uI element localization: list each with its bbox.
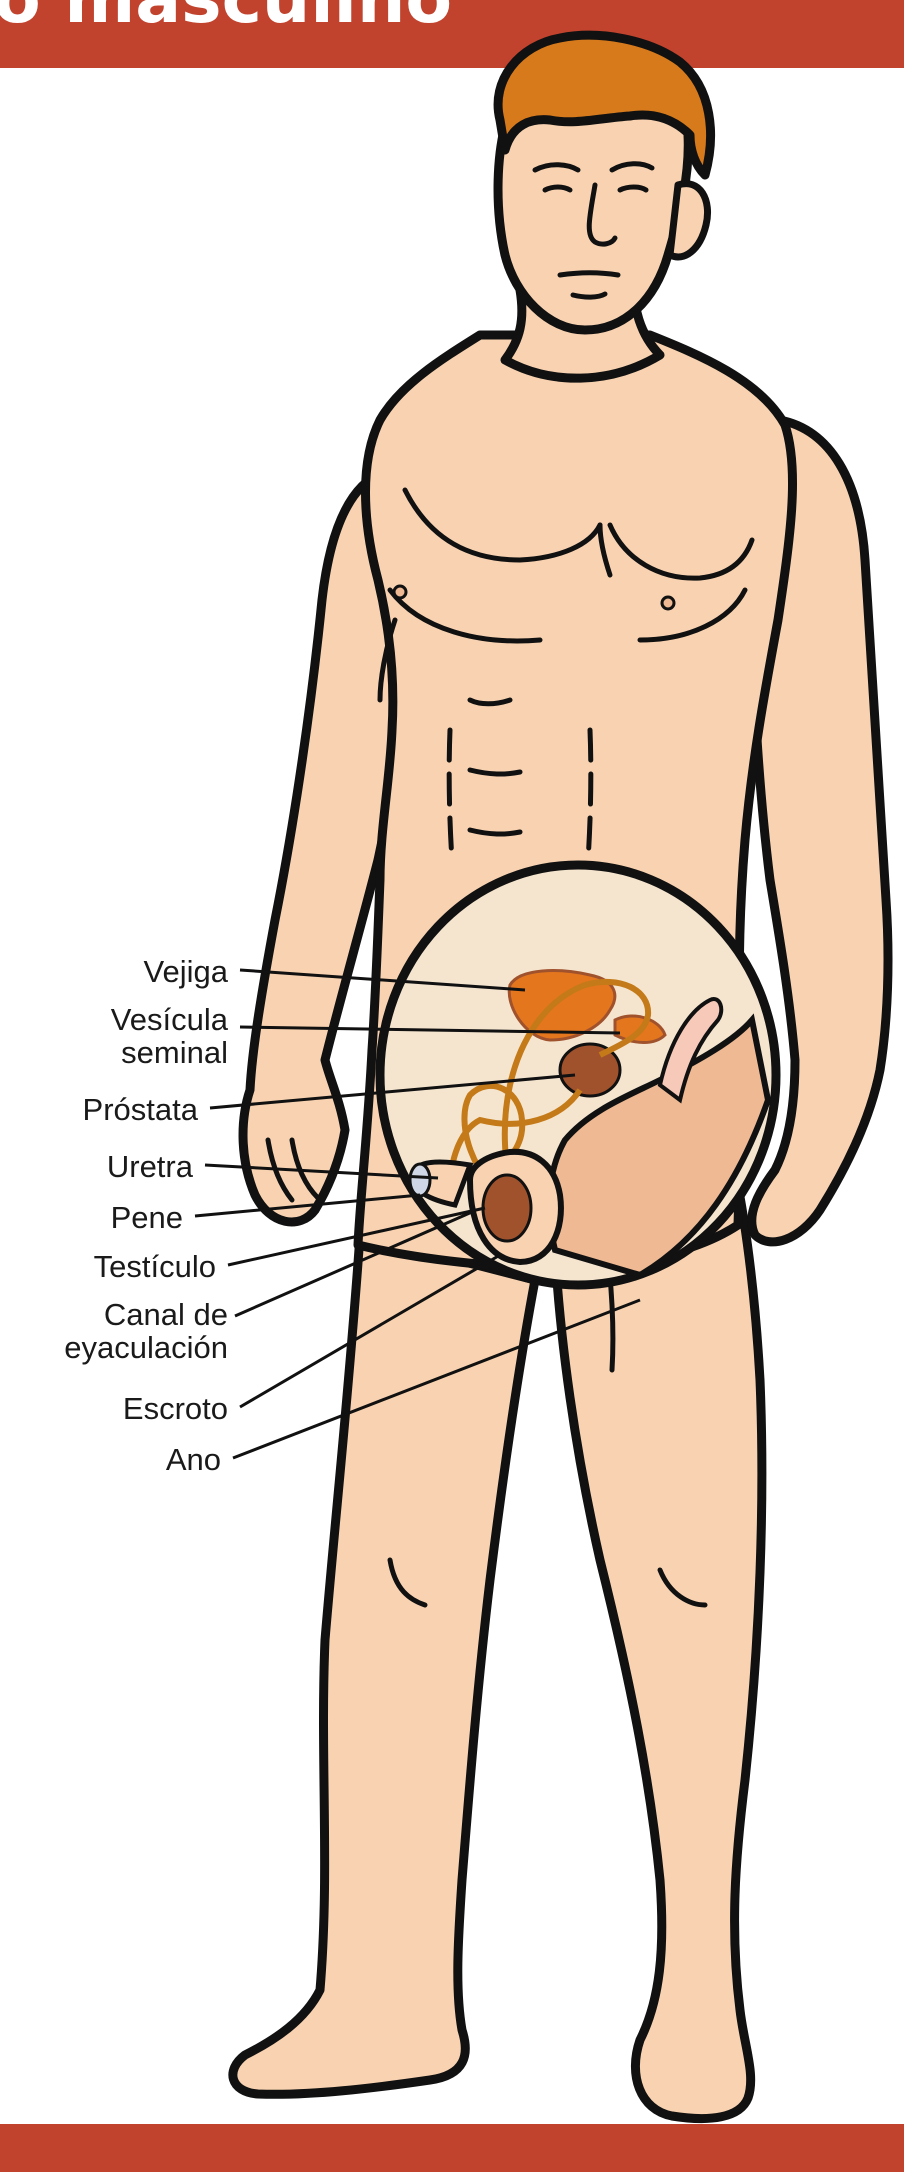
testicle [483, 1175, 531, 1241]
title-text: o masculino [0, 0, 452, 39]
label-line: Vesícula [111, 1002, 229, 1037]
label-prostata: Próstata [83, 1092, 199, 1127]
label-line: seminal [121, 1035, 228, 1070]
label-line: Próstata [83, 1092, 199, 1127]
label-escroto: Escroto [123, 1391, 228, 1426]
right-leg [555, 1170, 762, 2119]
label-line: Testículo [94, 1249, 216, 1284]
bottom-banner [0, 2124, 904, 2172]
anatomy-inset [380, 865, 776, 1285]
label-line: Uretra [107, 1149, 194, 1184]
nipple-right [662, 597, 674, 609]
label-line: Vejiga [144, 954, 229, 989]
label-vejiga: Vejiga [144, 954, 229, 989]
label-pene: Pene [111, 1200, 183, 1235]
label-line: Pene [111, 1200, 183, 1235]
label-ano: Ano [166, 1442, 221, 1477]
label-line: Escroto [123, 1391, 228, 1426]
label-line: Canal de [104, 1297, 228, 1332]
left-leg [233, 1235, 535, 2094]
label-line: eyaculación [64, 1330, 228, 1365]
label-testiculo: Testículo [94, 1249, 216, 1284]
glans [410, 1164, 430, 1196]
label-line: Ano [166, 1442, 221, 1477]
nipple-left [394, 586, 406, 598]
label-uretra: Uretra [107, 1149, 194, 1184]
ear [670, 184, 708, 257]
